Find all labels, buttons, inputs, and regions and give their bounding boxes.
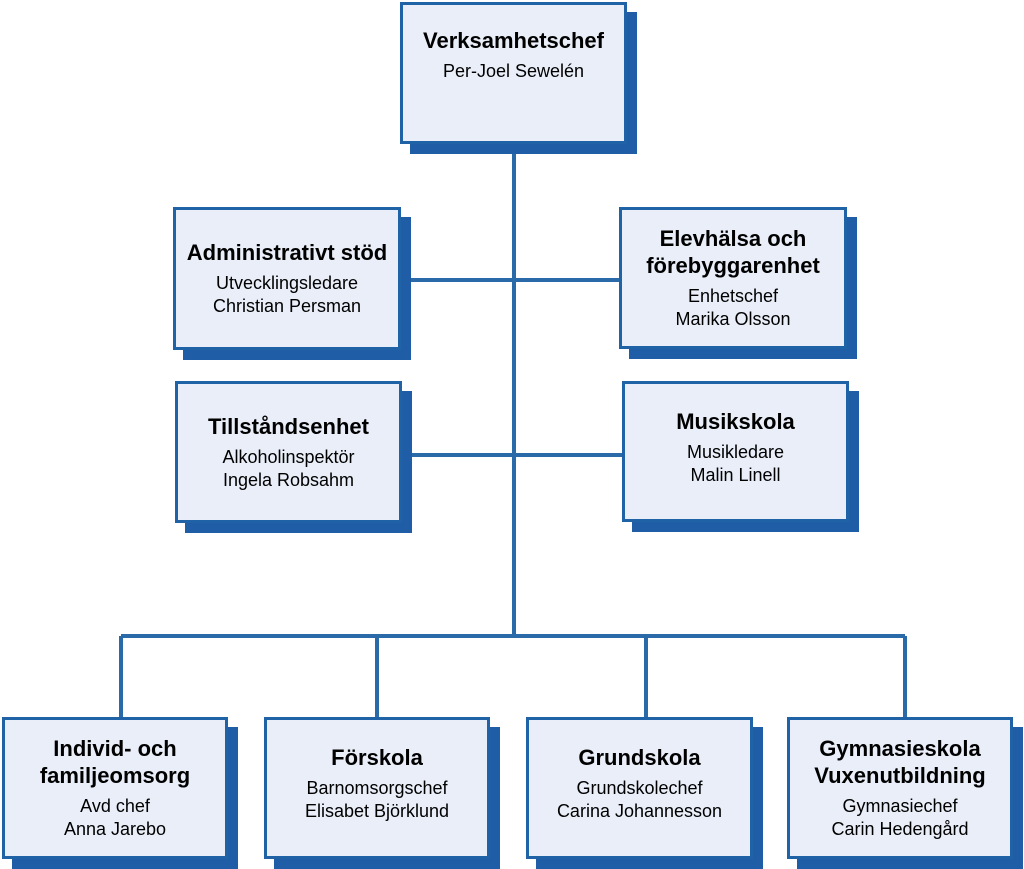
node-title: Elevhälsa och förebyggarenhet bbox=[646, 226, 820, 278]
node-title: Musikskola bbox=[676, 409, 795, 434]
node-verksamhetschef: Verksamhetschef Per-Joel Sewelén bbox=[400, 2, 627, 144]
node-person: Carin Hedengård bbox=[831, 819, 969, 839]
node-person: Christian Persman bbox=[212, 296, 362, 316]
node-role: Utvecklingsledare bbox=[215, 273, 359, 293]
node-person: Per-Joel Sewelén bbox=[442, 61, 585, 81]
node-title: Förskola bbox=[331, 745, 423, 770]
node-forskola: Förskola Barnomsorgschef Elisabet Björkl… bbox=[264, 717, 490, 859]
node-role: Alkoholinspektör bbox=[222, 446, 355, 467]
node-person: Anna Jarebo bbox=[63, 819, 167, 839]
node-title: Grundskola bbox=[578, 745, 701, 770]
node-role: Grundskolechef bbox=[576, 778, 703, 798]
node-gymnasieskola-vuxenutbildning: Gymnasieskola Vuxenutbildning Gymnasiech… bbox=[787, 717, 1013, 859]
node-title: Administrativt stöd bbox=[186, 240, 388, 265]
node-person: Carina Johannesson bbox=[556, 801, 723, 821]
node-role: Enhetschef bbox=[687, 286, 779, 306]
node-person: Elisabet Björklund bbox=[304, 801, 450, 821]
node-title: Individ- och familjeomsorg bbox=[39, 736, 191, 788]
node-grundskola: Grundskola Grundskolechef Carina Johanne… bbox=[526, 717, 753, 859]
node-title: Gymnasieskola Vuxenutbildning bbox=[814, 736, 986, 788]
node-role: Musikledare bbox=[686, 442, 785, 462]
node-role: Avd chef bbox=[80, 796, 150, 816]
node-tillstandsenhet: Tillståndsenhet Alkoholinspektör Ingela … bbox=[175, 381, 402, 523]
node-administrativt-stod: Administrativt stöd Utvecklingsledare Ch… bbox=[173, 207, 401, 350]
node-person: Ingela Robsahm bbox=[222, 469, 355, 490]
node-person: Marika Olsson bbox=[675, 309, 791, 329]
node-musikskola: Musikskola Musikledare Malin Linell bbox=[622, 381, 849, 522]
node-role: Gymnasiechef bbox=[842, 796, 958, 816]
node-role: Barnomsorgschef bbox=[306, 778, 448, 798]
node-title: Verksamhetschef bbox=[423, 28, 604, 53]
node-elevhalsa: Elevhälsa och förebyggarenhet Enhetschef… bbox=[619, 207, 847, 349]
node-title: Tillståndsenhet bbox=[208, 413, 369, 439]
node-individ-familjeomsorg: Individ- och familjeomsorg Avd chef Anna… bbox=[2, 717, 228, 859]
node-person: Malin Linell bbox=[690, 465, 781, 485]
